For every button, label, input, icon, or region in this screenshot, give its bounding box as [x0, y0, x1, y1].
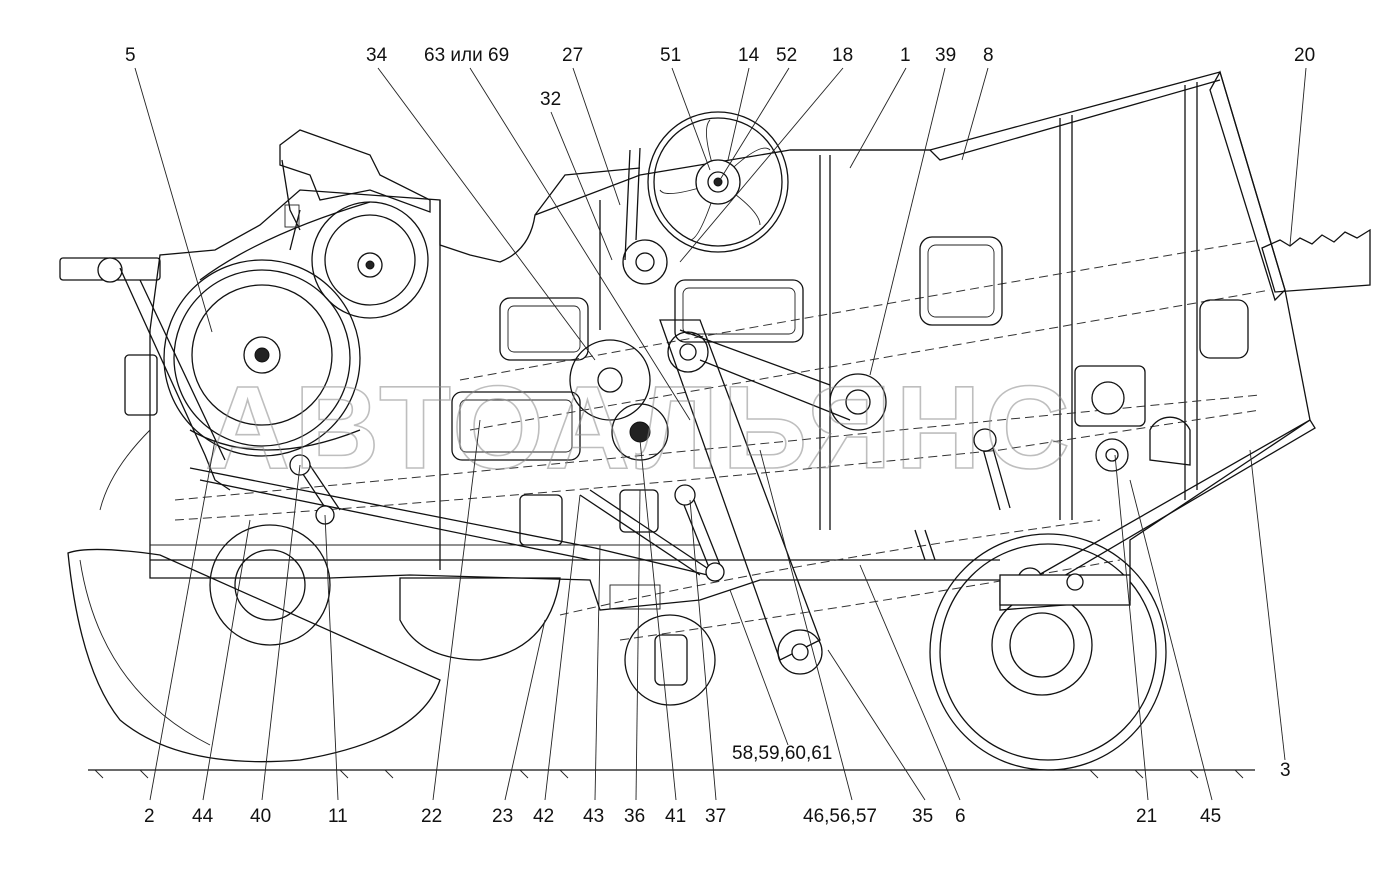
callout-1: 1	[900, 45, 911, 66]
callout-46-56-57: 46,56,57	[803, 806, 877, 827]
callout-27: 27	[562, 45, 583, 66]
callout-22: 22	[421, 806, 442, 827]
ground-line	[88, 769, 1255, 779]
callout-34: 34	[366, 45, 388, 66]
machine-body	[149, 70, 1311, 611]
callout-23: 23	[492, 806, 513, 827]
callout-2: 2	[144, 806, 155, 827]
callouts-bottom: 2 44 40 11 22 23 42 43 36 41 37 58,59,60…	[144, 743, 1291, 827]
callout-5: 5	[125, 45, 136, 66]
callout-40: 40	[250, 806, 271, 827]
callout-37: 37	[705, 806, 726, 827]
callout-44: 44	[192, 806, 214, 827]
dashed-belt-paths	[174, 239, 1271, 641]
callout-41: 41	[665, 806, 686, 827]
callout-43: 43	[583, 806, 604, 827]
front-wheel-segment	[67, 548, 441, 763]
callout-32: 32	[540, 89, 561, 110]
callout-52: 52	[776, 45, 797, 66]
callout-35: 35	[912, 806, 933, 827]
callout-36: 36	[624, 806, 645, 827]
mid-drive-assembly	[569, 319, 887, 675]
callout-45: 45	[1200, 806, 1221, 827]
callout-11: 11	[328, 806, 348, 827]
callout-18: 18	[832, 45, 853, 66]
fan-impeller	[647, 111, 789, 253]
leader-lines	[134, 67, 1307, 801]
callout-20: 20	[1294, 45, 1315, 66]
lower-rollers	[209, 489, 716, 706]
discharge-teeth	[1261, 228, 1371, 293]
rear-wheel	[929, 533, 1167, 771]
callout-14: 14	[738, 45, 760, 66]
callout-21: 21	[1136, 806, 1157, 827]
inspection-windows	[451, 236, 1249, 461]
top-linkage	[279, 129, 431, 251]
watermark-text: АВТОАЛЬЯНС	[205, 362, 1074, 494]
callouts-top: 5 34 63 или 69 27 32 51 14 52 18 1 39 8 …	[125, 45, 1315, 110]
connecting-rods	[189, 428, 1011, 582]
callout-3: 3	[1280, 760, 1291, 781]
callout-51: 51	[660, 45, 681, 66]
main-drive-pulley	[163, 259, 361, 457]
callout-39: 39	[935, 45, 956, 66]
upper-pulley	[189, 201, 429, 451]
callout-6: 6	[955, 806, 966, 827]
callout-8: 8	[983, 45, 994, 66]
callout-58-59-60-61: 58,59,60,61	[732, 743, 832, 764]
callout-42: 42	[533, 806, 554, 827]
callout-63-or-69: 63 или 69	[424, 45, 509, 66]
tension-pulley	[622, 147, 668, 285]
